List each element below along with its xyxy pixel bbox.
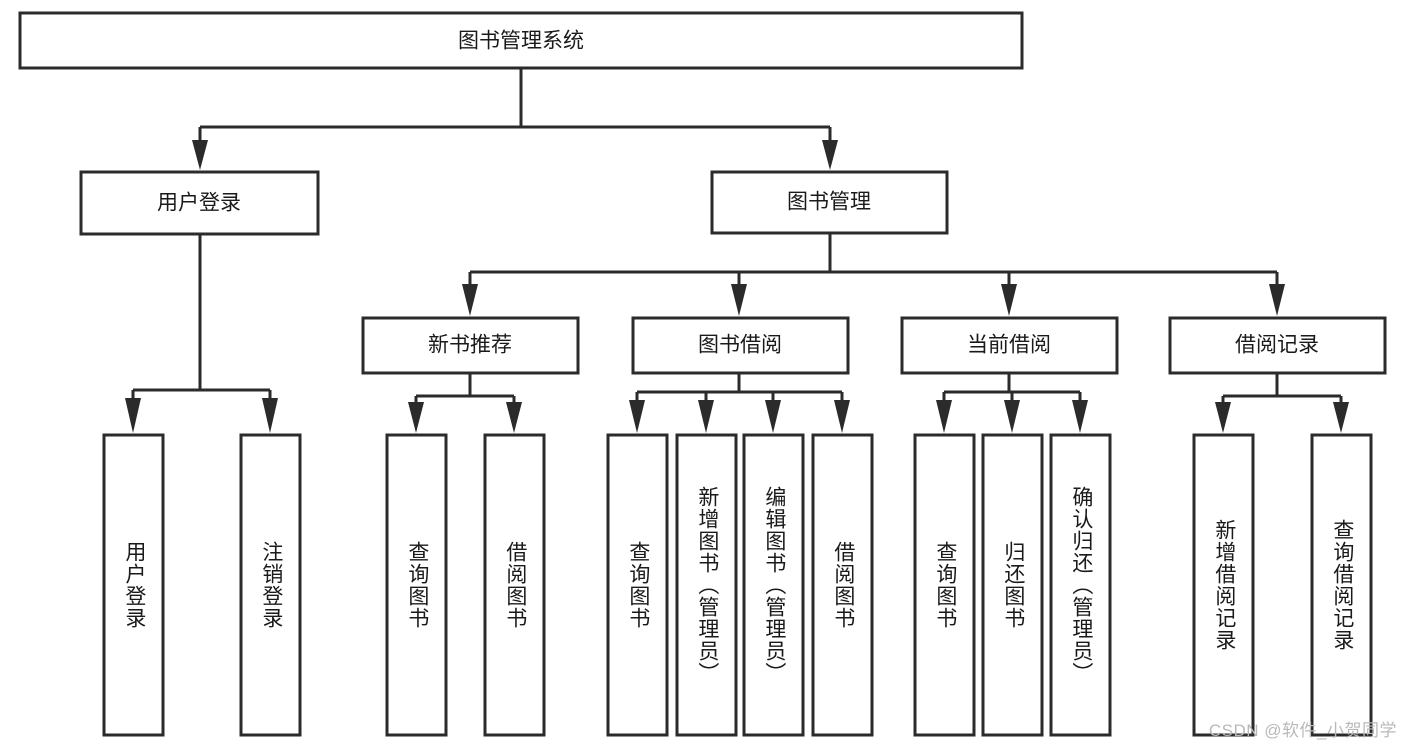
leaf-record-search[interactable] — [1310, 433, 1373, 737]
arrow-icon — [1269, 284, 1285, 316]
arrow-icon — [936, 400, 952, 433]
leaf-borrow-add-book[interactable] — [675, 433, 738, 737]
arrow-icon — [462, 284, 478, 316]
node-current-borrow-label: 当前借阅 — [967, 334, 1051, 357]
connector-group-bookmanage — [462, 233, 1285, 316]
arrow-icon — [125, 398, 141, 433]
node-root-label: 图书管理系统 — [458, 30, 584, 53]
leaf-rec-query-book[interactable] — [385, 433, 448, 737]
leaf-borrow-edit-book[interactable] — [742, 433, 805, 737]
arrow-icon — [1004, 400, 1020, 433]
node-root[interactable] — [18, 11, 1024, 70]
arrow-icon — [698, 400, 714, 433]
leaf-rec-borrow-book[interactable] — [483, 433, 546, 737]
leaf-current-query-book[interactable] — [913, 433, 976, 737]
node-borrow-record-label: 借阅记录 — [1235, 334, 1319, 357]
node-book-borrow[interactable] — [631, 316, 850, 375]
arrow-icon — [506, 402, 522, 433]
node-current-borrow[interactable] — [900, 316, 1119, 375]
connector-group-root — [192, 68, 838, 170]
arrow-icon — [1333, 402, 1349, 433]
arrow-icon — [765, 400, 781, 433]
node-user-login-label: 用户登录 — [157, 192, 241, 215]
arrow-icon — [408, 402, 424, 433]
node-book-manage-label: 图书管理 — [787, 191, 871, 214]
arrow-icon — [262, 398, 278, 433]
leaf-user-login[interactable] — [102, 433, 165, 737]
arrow-icon — [1001, 284, 1017, 316]
watermark-text: CSDN @软件_小贺同学 — [1208, 721, 1397, 740]
node-book-borrow-label: 图书借阅 — [698, 334, 782, 357]
node-borrow-record[interactable] — [1168, 316, 1387, 375]
connector-group-borrowrecord — [1215, 373, 1349, 433]
arrow-icon — [731, 284, 747, 316]
arrow-icon — [629, 400, 645, 433]
node-new-book-recommend-label: 新书推荐 — [428, 334, 512, 357]
connector-group-userlogin — [125, 234, 278, 433]
leaf-current-return-book[interactable] — [981, 433, 1044, 737]
leaf-record-add[interactable] — [1192, 433, 1255, 737]
leaf-borrow-query-book[interactable] — [606, 433, 669, 737]
leaf-user-logout[interactable] — [239, 433, 302, 737]
arrow-icon — [192, 140, 208, 170]
node-book-manage[interactable] — [710, 170, 949, 235]
arrow-icon — [1072, 400, 1088, 433]
arrow-icon — [1215, 402, 1231, 433]
connector-group-newbook — [408, 373, 522, 433]
arrow-icon — [822, 140, 838, 170]
leaf-borrow-do-borrow[interactable] — [811, 433, 874, 737]
connector-group-currentborrow — [936, 373, 1088, 433]
node-user-login[interactable] — [79, 170, 320, 236]
arrow-icon — [834, 400, 850, 433]
leaf-current-confirm-return[interactable] — [1049, 433, 1112, 737]
connector-group-bookborrow — [629, 373, 850, 433]
node-new-book-recommend[interactable] — [361, 316, 580, 375]
